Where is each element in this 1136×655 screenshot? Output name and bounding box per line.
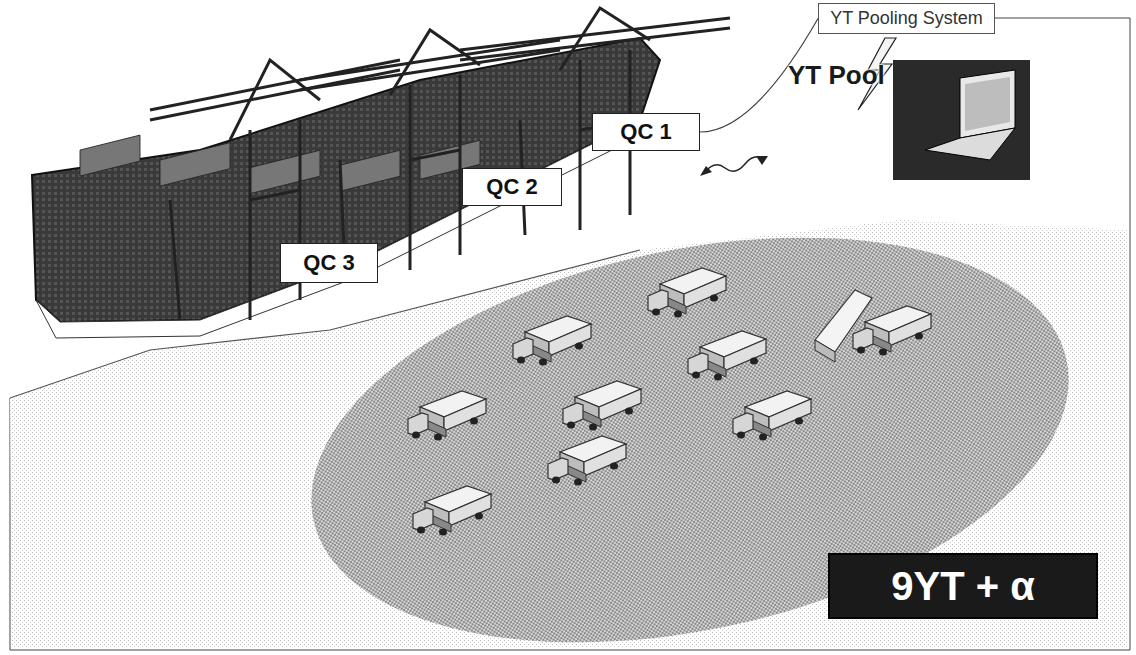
node-text: 9YT + α	[891, 564, 1035, 609]
crane-label-box: QC 3	[280, 243, 378, 283]
count-box: 9YT + α	[828, 553, 1098, 619]
node-text: YT Pooling System	[830, 8, 983, 29]
crane-label-box: QC 1	[592, 113, 700, 151]
crane-label-box: QC 2	[462, 168, 562, 206]
node-text: QC 2	[486, 174, 537, 200]
node-text: QC 3	[303, 250, 354, 276]
node-text: QC 1	[620, 119, 671, 145]
system-box: YT Pooling System	[818, 3, 995, 34]
area-label: YT Pool	[788, 60, 885, 91]
